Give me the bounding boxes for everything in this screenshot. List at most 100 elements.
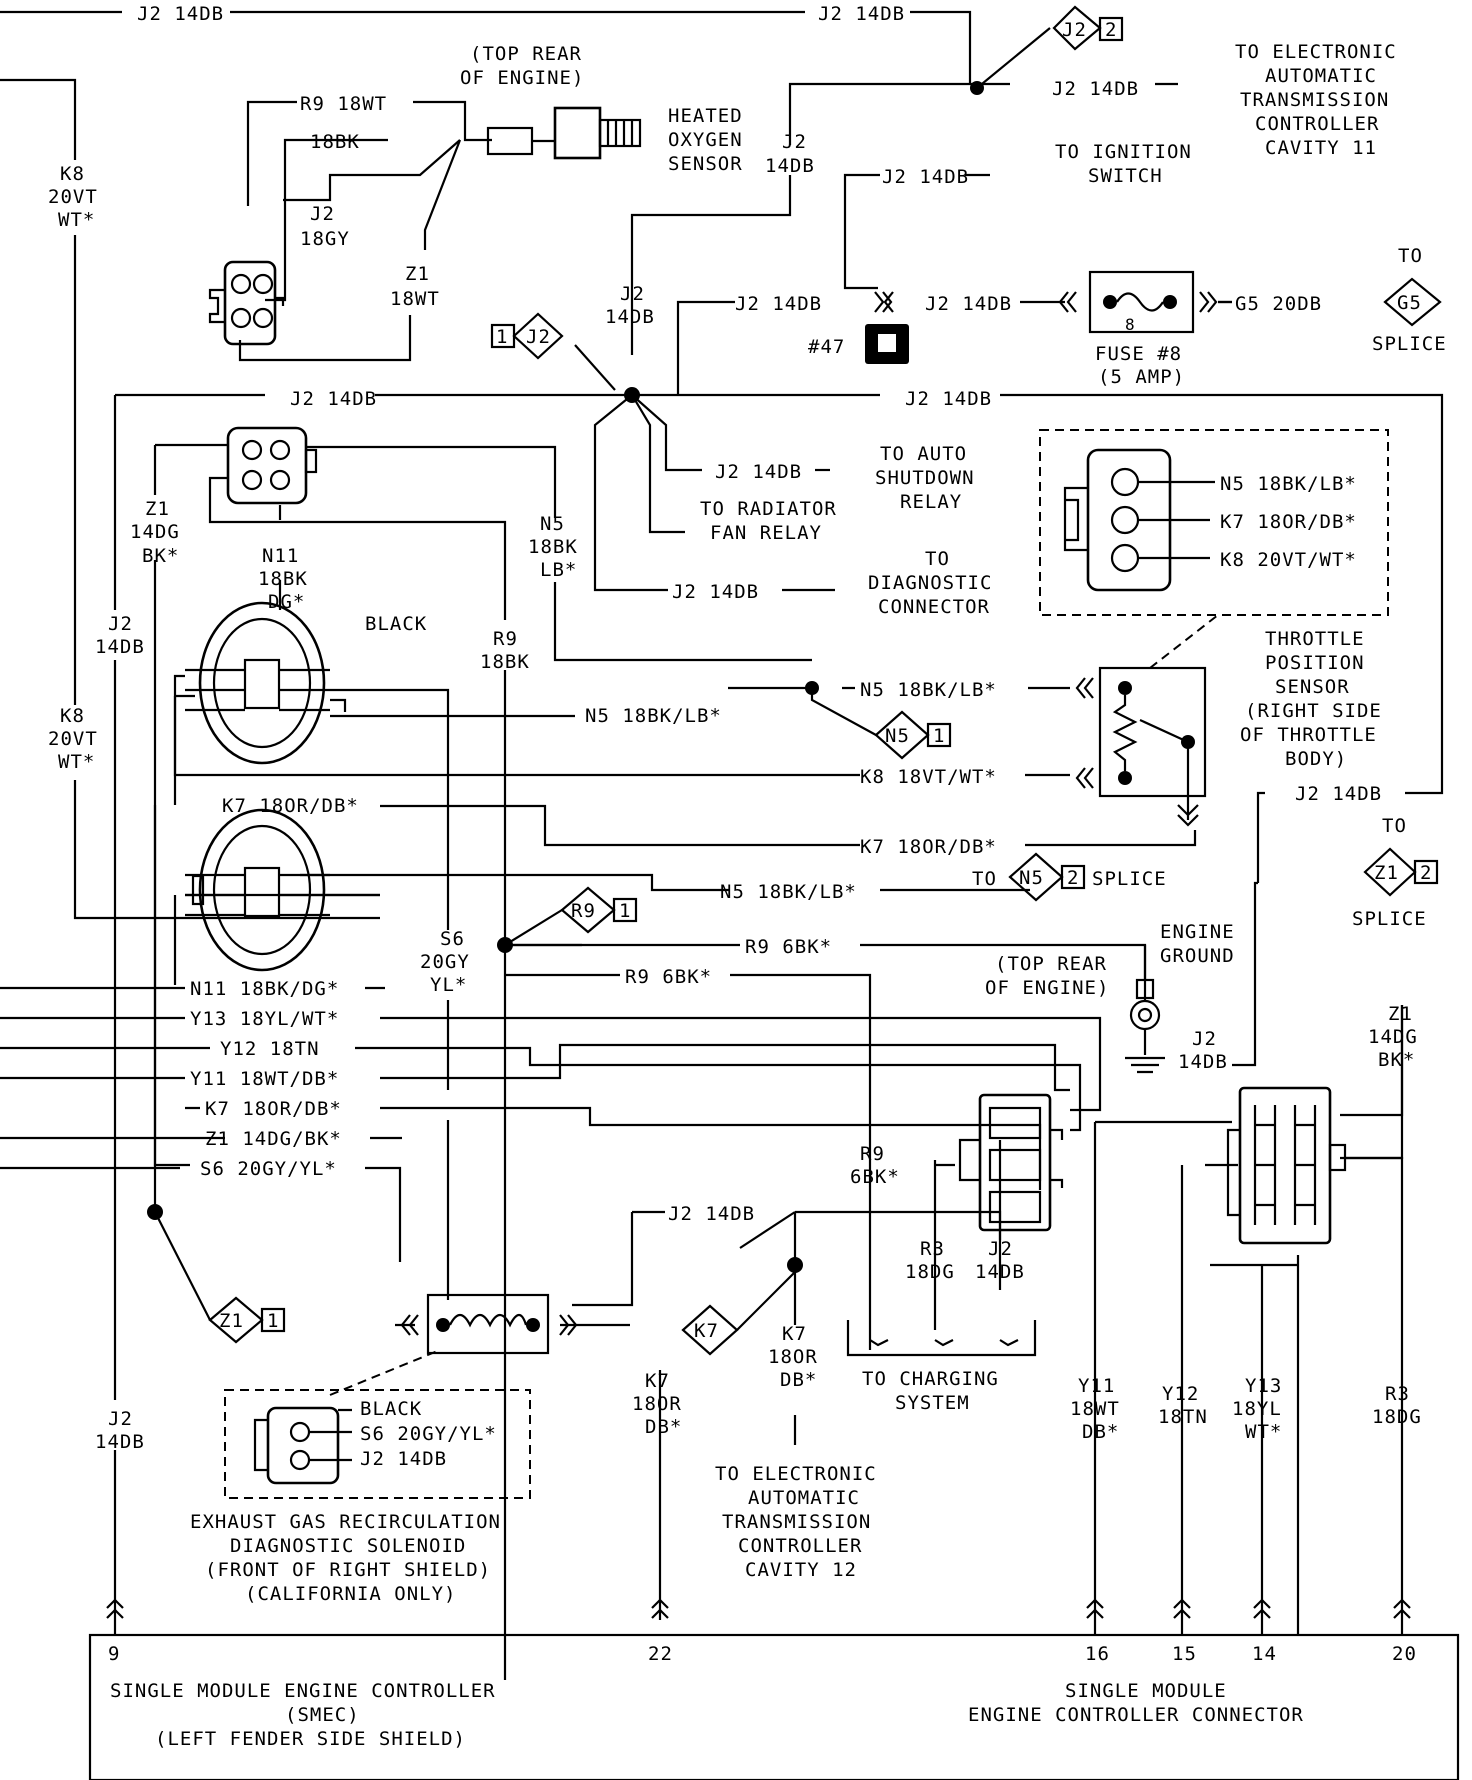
component-label: (FRONT OF RIGHT SHIELD) — [205, 1559, 491, 1581]
egr-solenoid — [224, 1293, 630, 1499]
destination-label: CAVITY 11 — [1265, 137, 1377, 159]
splice-tag-num: 1 — [619, 900, 631, 922]
wire-label: J2 — [108, 613, 133, 635]
splice-tag-num: 1 — [496, 326, 508, 348]
wire-label: DG* — [268, 591, 305, 613]
fuse-number: 8 — [1125, 315, 1136, 334]
wire-label: J2 — [988, 1238, 1013, 1260]
wire-label: WT* — [58, 751, 95, 773]
wire-label: N5 18BK/LB* — [585, 705, 722, 727]
connector-47 — [865, 324, 909, 364]
wire-label: J2 — [620, 283, 645, 305]
splice-tag-r9-1: R9 1 — [504, 886, 638, 946]
wire-label: R3 — [1385, 1383, 1410, 1405]
wire-label: S6 — [440, 928, 465, 950]
location-label: (TOP REAR — [995, 953, 1107, 975]
destination-label: SWITCH — [1088, 165, 1163, 187]
splice-tag-g5: G5 — [1383, 277, 1442, 327]
destination-label: TO — [1398, 245, 1423, 267]
charging-connector — [958, 1093, 1064, 1232]
wire-label: 18WT — [390, 288, 440, 310]
module-label: SINGLE MODULE ENGINE CONTROLLER — [110, 1680, 496, 1702]
component-label: ENGINE — [1160, 921, 1235, 943]
pin-number: 14 — [1252, 1643, 1277, 1665]
component-label: THROTTLE — [1265, 628, 1365, 650]
wire-label: N5 18BK/LB* — [720, 881, 857, 903]
destination-label: AUTOMATIC — [1265, 65, 1377, 87]
connector-number: #47 — [808, 336, 845, 358]
wire-label: Z1 — [405, 263, 430, 285]
wire-label: Y11 — [1078, 1375, 1115, 1397]
wire-label: 14DB — [95, 636, 145, 658]
wire-label: J2 — [782, 131, 807, 153]
wire-label: 18DG — [1372, 1406, 1422, 1428]
wire-label: Y12 18TN — [220, 1038, 320, 1060]
destination-label: SPLICE — [1372, 333, 1447, 355]
fuse-label: FUSE #8 — [1095, 343, 1182, 365]
wire-label: J2 14DB — [1052, 78, 1139, 100]
destination-label: RELAY — [900, 491, 962, 513]
wire-label: DB* — [780, 1369, 817, 1391]
wire-label: 14DG — [1368, 1026, 1418, 1048]
wire-network — [0, 10, 1444, 1680]
wire-label: J2 14DB — [882, 166, 969, 188]
splice-tag-z1-2: Z1 2 — [1363, 847, 1439, 897]
splice-tag-k7: K7 — [681, 1271, 796, 1356]
splice-tag-n5-2: N5 2 — [1008, 852, 1086, 902]
smec-box — [88, 1598, 1460, 1780]
component-label: HEATED — [668, 105, 743, 127]
component-labels: (TOP REAR OF ENGINE) HEATED OXYGEN SENSO… — [110, 41, 1447, 1750]
wire-label: J2 14DB — [672, 581, 759, 603]
engine-ground — [1125, 945, 1165, 1074]
destination-label: TO ELECTRONIC — [715, 1463, 877, 1485]
wire-label: 18BK — [528, 536, 578, 558]
splice-dot — [805, 681, 819, 695]
splice-tag-name: G5 — [1397, 292, 1422, 314]
pin-number: 16 — [1085, 1643, 1110, 1665]
wire-label: S6 20GY/YL* — [200, 1158, 337, 1180]
wire-label: BK* — [1378, 1049, 1415, 1071]
wire-label: Y12 — [1162, 1383, 1199, 1405]
wire-label: 14DB — [1178, 1051, 1228, 1073]
destination-label: TO — [1382, 815, 1407, 837]
component-label: SENSOR — [1275, 676, 1350, 698]
splice-tag-name: J2 — [1062, 19, 1087, 41]
destination-label: TO — [972, 868, 997, 890]
pin-number: 22 — [648, 1643, 673, 1665]
wire-label: Y13 18YL/WT* — [190, 1008, 339, 1030]
destination-label: TO RADIATOR — [700, 498, 837, 520]
wire-label: N11 — [262, 545, 299, 567]
wire-label: N5 — [540, 513, 565, 535]
destination-label: SPLICE — [1352, 908, 1427, 930]
wire-labels: J2 14DB J2 14DB J2 14DB R9 18WT 18BK J2 … — [48, 3, 1422, 1453]
pin-number: 20 — [1392, 1643, 1417, 1665]
wire-label: J2 14DB — [360, 1448, 447, 1470]
wire-label: K8 — [60, 163, 85, 185]
wire-label: 14DB — [95, 1431, 145, 1453]
wire-label: J2 — [310, 203, 335, 225]
destination-label: TRANSMISSION — [722, 1511, 871, 1533]
splice-tag-name: K7 — [694, 1320, 719, 1342]
wire-label: G5 20DB — [1235, 293, 1322, 315]
wire-label: 18OR — [632, 1393, 682, 1415]
fuse-label: (5 AMP) — [1098, 366, 1185, 388]
destination-label: TRANSMISSION — [1240, 89, 1389, 111]
wire-label: J2 14DB — [668, 1203, 755, 1225]
oxygen-sensor-connector — [208, 260, 285, 346]
splice-tag-j2-1: 1 J2 — [490, 312, 564, 360]
module-label: SINGLE MODULE — [1065, 1680, 1227, 1702]
wire-label: R9 18WT — [300, 93, 387, 115]
wire-label: N5 18BK/LB* — [1220, 473, 1357, 495]
second-oval-connector — [185, 808, 380, 972]
wire-label: J2 14DB — [1295, 783, 1382, 805]
wire-label: 14DB — [765, 155, 815, 177]
component-label: OF THROTTLE — [1240, 724, 1377, 746]
wire-label: 20VT — [48, 728, 98, 750]
wire-label: K7 18OR/DB* — [222, 795, 359, 817]
wire-label: WT* — [58, 209, 95, 231]
splice-dot — [787, 1257, 803, 1273]
destination-label: TO ELECTRONIC — [1235, 41, 1397, 63]
wire-label: J2 — [108, 1408, 133, 1430]
destination-label: CONNECTOR — [878, 596, 990, 618]
